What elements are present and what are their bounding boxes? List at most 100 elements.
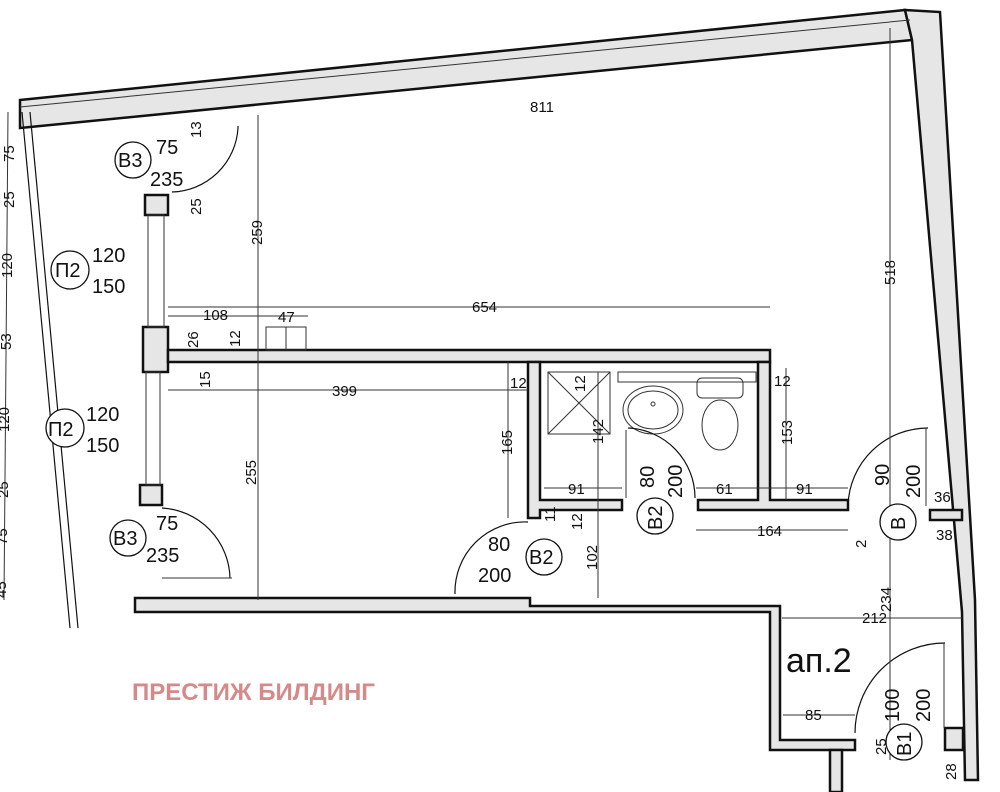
dim-399: 399: [332, 383, 357, 400]
dim-165: 165: [499, 430, 516, 455]
dim-12: 12: [774, 373, 791, 390]
bottom-wall: [133, 596, 857, 752]
door-height: 235: [146, 545, 179, 567]
dim-61: 61: [716, 481, 733, 498]
window-tag-p2-bottom: П2 120 150: [45, 404, 119, 457]
dim-255: 255: [243, 460, 260, 485]
opening-tags: В3 75 235 П2 120 150 П2 120 150 В3 75 23…: [45, 137, 935, 761]
dimension-lines: [3, 19, 962, 760]
door-width: 80: [488, 534, 510, 556]
dim-164: 164: [757, 523, 782, 540]
dim-12: 12: [510, 375, 527, 392]
shower-tray: [547, 371, 611, 435]
door-height: 200: [665, 465, 687, 498]
dim-36: 36: [934, 489, 951, 506]
window-frame: [145, 371, 161, 486]
dim-234: 234: [878, 587, 895, 612]
dim-85: 85: [805, 707, 822, 724]
bathroom-wall: [526, 360, 624, 520]
window-width: 120: [86, 404, 119, 426]
entry-wall: [928, 508, 964, 522]
bottom-stub-wall: [828, 748, 844, 792]
dim-25: 25: [188, 198, 205, 215]
dim-75: 75: [0, 528, 11, 545]
left-facade-line: [29, 111, 79, 629]
window-frame: [147, 214, 165, 328]
door-tag-b2-hall: В2 80 200: [478, 534, 563, 587]
dim-25: 25: [0, 481, 12, 498]
dim-153: 153: [779, 420, 796, 445]
dim-12: 12: [569, 513, 586, 530]
door-tag-b3-top: В3 75 235: [114, 137, 183, 191]
dim-75: 75: [1, 145, 18, 162]
door-type: В2: [529, 547, 553, 569]
dim-2: 2: [853, 540, 870, 548]
window-type: П2: [55, 260, 81, 282]
door-width: 100: [882, 689, 904, 722]
window-type: П2: [48, 419, 74, 441]
door-tag-b1: В1 100 200: [882, 689, 935, 761]
door-type: В1: [894, 732, 916, 756]
toilet-bowl: [701, 399, 739, 451]
door-width: 75: [156, 513, 178, 535]
dim-142: 142: [590, 419, 607, 444]
bath-shelf: [617, 371, 757, 383]
dim-13: 13: [188, 121, 205, 138]
door-swing-b2-bath: [627, 427, 696, 499]
dim-259: 259: [249, 220, 266, 245]
dimension-labels: 811 259 518 654 108 47 26 12 15 399 12 1…: [0, 99, 960, 780]
dim-26: 26: [185, 331, 202, 348]
window-pier-wall: [141, 325, 170, 374]
dim-120: 120: [0, 407, 13, 432]
door-tag-b-entry: В 90 200: [872, 464, 925, 541]
door-width: 75: [156, 137, 178, 159]
window-pier-wall: [138, 483, 164, 507]
dim-120: 120: [0, 253, 16, 278]
apartment-label: ап.2: [786, 642, 852, 680]
door-height: 200: [903, 465, 925, 498]
dim-91: 91: [796, 481, 813, 498]
watermark: ПРЕСТИЖ БИЛДИНГ: [132, 679, 375, 706]
drain-icon: [650, 401, 656, 407]
dim-518: 518: [882, 260, 899, 285]
washbasin: [627, 390, 679, 430]
door-swing-b3-top: [171, 127, 239, 193]
dim-108: 108: [203, 307, 228, 324]
window-height: 150: [92, 276, 125, 298]
door-tag-b2-bath: В2 80 200: [636, 465, 687, 535]
door-tag-b3-bottom: В3 75 235: [109, 513, 179, 567]
dim-45: 45: [0, 581, 10, 598]
dim-11: 11: [542, 506, 559, 522]
dim-15: 15: [197, 371, 214, 388]
window-width: 120: [92, 245, 125, 267]
top-exterior-wall: [18, 8, 914, 130]
right-exterior-wall: [903, 8, 980, 782]
dim-47: 47: [278, 309, 295, 326]
dim-212: 212: [862, 610, 887, 627]
window-height: 150: [86, 435, 119, 457]
dim-53: 53: [0, 333, 15, 350]
door-swing-b3-bottom: [161, 507, 231, 579]
door-type: В: [888, 517, 910, 530]
door-width: 90: [872, 464, 894, 486]
door-height: 200: [913, 689, 935, 722]
window-pier-wall: [143, 193, 170, 217]
door-height: 200: [478, 565, 511, 587]
shower-cross: [547, 371, 611, 435]
dim-811: 811: [530, 99, 554, 116]
dim-654: 654: [472, 299, 497, 316]
door-height: 235: [150, 169, 183, 191]
dim-28: 28: [943, 763, 960, 780]
dim-102: 102: [584, 545, 601, 570]
toilet-tank: [696, 377, 744, 399]
dim-12: 12: [572, 375, 589, 392]
door-type: В3: [118, 150, 142, 172]
door-jamb: [943, 726, 965, 752]
washbasin: [622, 385, 684, 435]
dim-25: 25: [1, 191, 18, 208]
door-type: В2: [645, 506, 667, 530]
door-swing-b-entry: [847, 427, 929, 506]
dim-12: 12: [227, 330, 244, 347]
dim-38: 38: [936, 527, 953, 544]
